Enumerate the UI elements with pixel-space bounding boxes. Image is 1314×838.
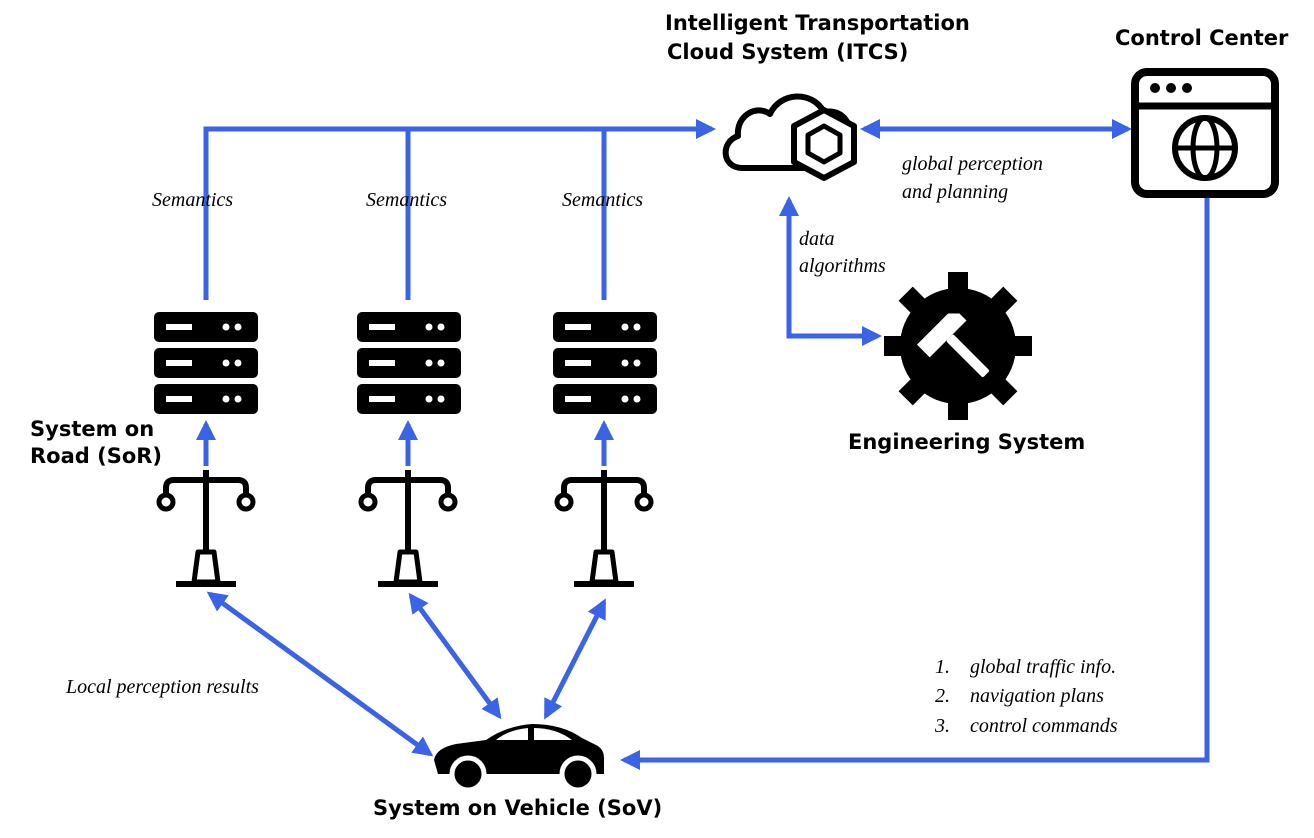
sov-title: System on Vehicle (SoV)	[373, 796, 662, 820]
control-center-title: Control Center	[1115, 26, 1289, 50]
sor-title-line2: Road (SoR)	[30, 444, 162, 468]
road-vehicle-label: Local perception results	[65, 676, 259, 698]
list-item-text: control commands	[970, 715, 1118, 737]
itcs-engineering-label-line2: algorithms	[799, 255, 886, 277]
itcs-title-line2: Cloud System (ITCS)	[667, 40, 908, 64]
semantics-label: Semantics	[152, 189, 233, 211]
car-icon	[434, 724, 604, 793]
itcs-control-label-line2: and planning	[902, 181, 1008, 203]
gear-hammer-icon	[884, 272, 1032, 420]
engineering-system-title: Engineering System	[848, 430, 1085, 454]
itcs-title-line1: Intelligent Transportation	[665, 11, 970, 35]
road-vehicle-arrow-1	[206, 591, 434, 757]
list-item-text: navigation plans	[970, 685, 1104, 707]
street-lamp-icon	[156, 470, 256, 587]
list-item-number: 1.	[935, 656, 950, 678]
server-rack-icon	[154, 312, 258, 414]
list-item-number: 3.	[934, 715, 950, 737]
itcs-engineering-arrow	[779, 196, 882, 346]
cloud-icon	[722, 93, 857, 181]
itcs-control-label-line1: global perception	[902, 153, 1043, 175]
semantics-label: Semantics	[562, 189, 643, 211]
list-item-text: global traffic info.	[970, 656, 1116, 678]
itcs-engineering-label-line1: data	[799, 228, 835, 250]
list-item-number: 2.	[935, 685, 950, 707]
street-lamp-icon	[358, 470, 458, 587]
sor-title-line1: System on	[30, 417, 154, 441]
road-vehicle-arrow-3	[543, 598, 607, 720]
server-rack-icon	[553, 312, 657, 414]
semantics-label: Semantics	[366, 189, 447, 211]
server-rack-icon	[357, 312, 461, 414]
connectors	[196, 119, 1210, 770]
road-vehicle-arrow-2	[408, 592, 502, 720]
browser-globe-icon	[1131, 68, 1279, 198]
semantics-bus-arrow	[203, 119, 716, 300]
control-vehicle-arrow	[620, 197, 1210, 770]
street-lamp-icon	[554, 470, 654, 587]
control-vehicle-list: 1. global traffic info. 2. navigation pl…	[934, 656, 1118, 737]
